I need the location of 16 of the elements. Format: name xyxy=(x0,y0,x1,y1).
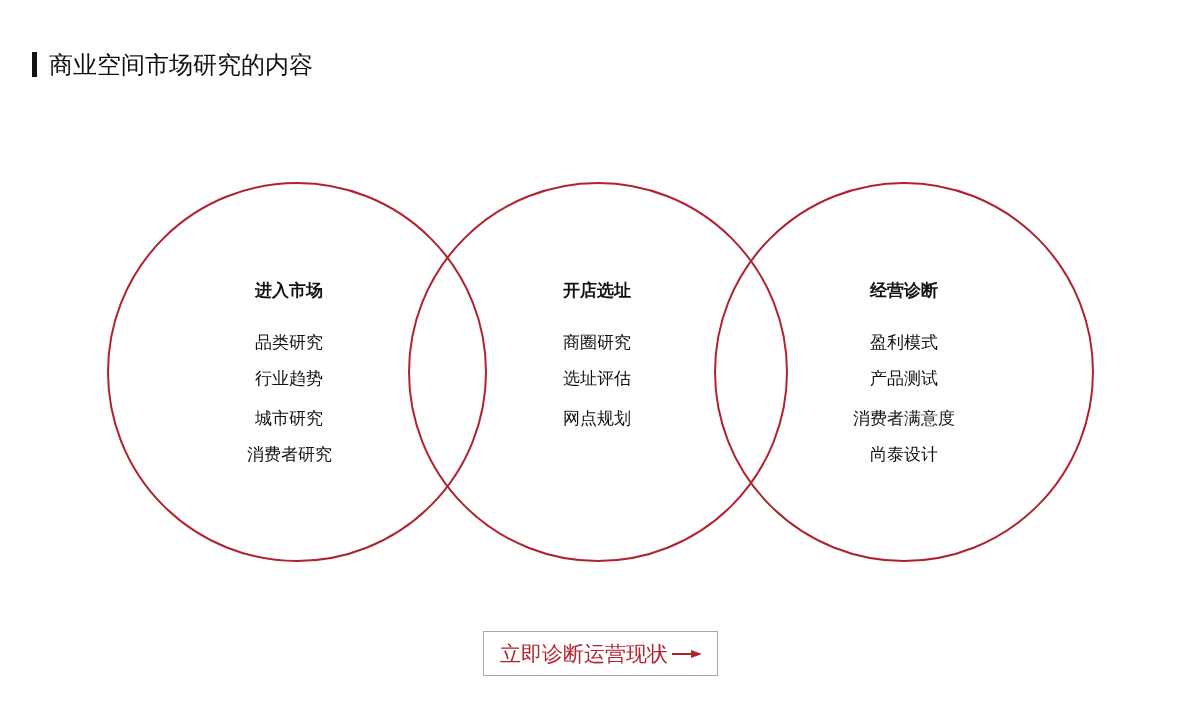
topic-item: 品类研究 xyxy=(255,331,323,353)
circle-heading: 进入市场 xyxy=(255,279,323,301)
circle-heading: 经营诊断 xyxy=(870,279,938,301)
circle-heading: 开店选址 xyxy=(563,279,631,301)
diagnose-button: 立即诊断运营现状 xyxy=(483,631,718,676)
topic-item: 产品测试 xyxy=(870,367,938,389)
topic-item: 城市研究 xyxy=(255,407,323,429)
topic-item: 商圈研究 xyxy=(563,331,631,353)
topic-item: 消费者研究 xyxy=(246,443,332,465)
topic-item: 盈利模式 xyxy=(870,331,938,353)
topic-item: 消费者满意度 xyxy=(853,407,955,429)
topic-item: 行业趋势 xyxy=(255,367,323,389)
topic-item: 网点规划 xyxy=(563,407,631,429)
topic-item: 选址评估 xyxy=(563,367,631,389)
topic-item: 尚泰设计 xyxy=(870,443,938,465)
page-title: 商业空间市场研究的内容 xyxy=(49,50,313,80)
